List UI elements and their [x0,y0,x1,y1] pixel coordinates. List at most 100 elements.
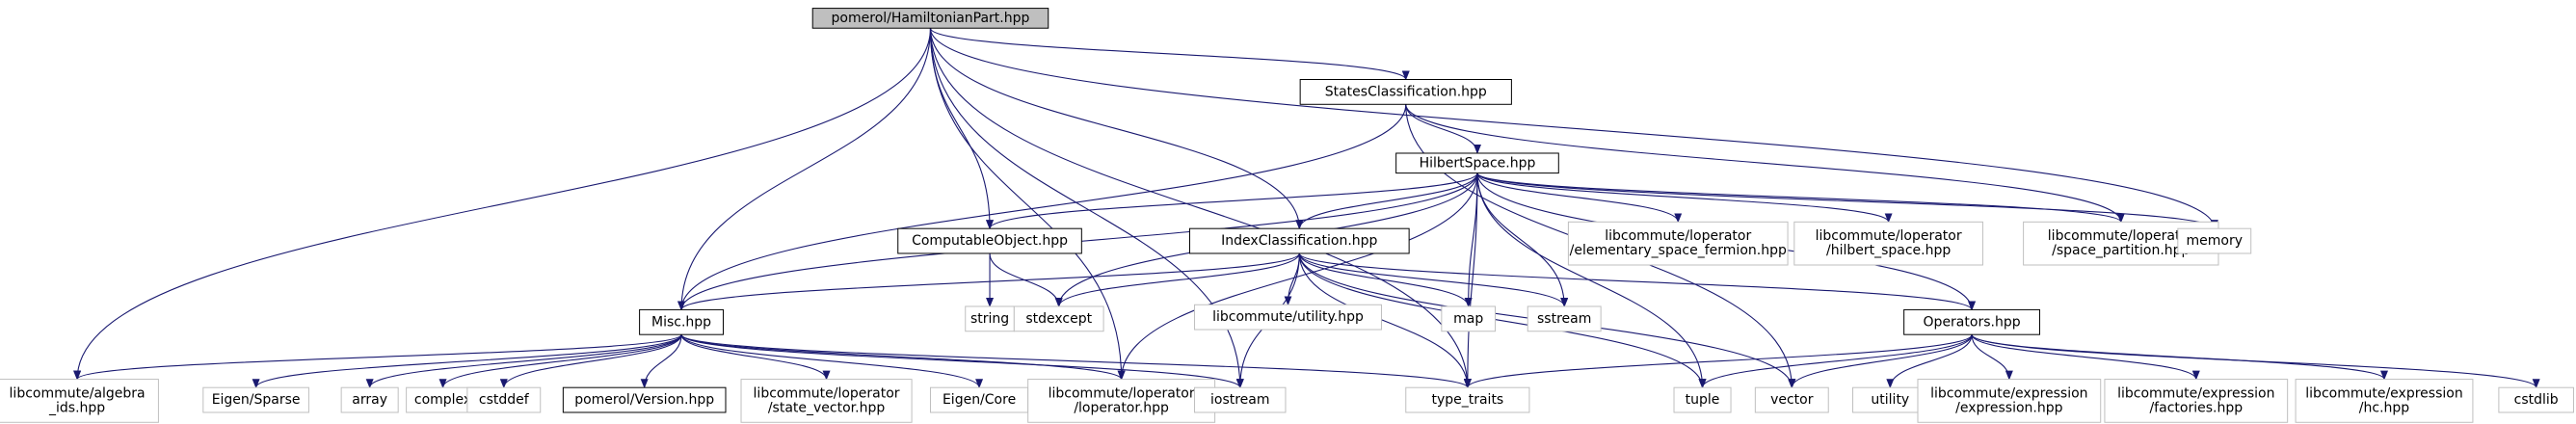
node-label: sstream [1537,311,1591,327]
edge-operators-to-tuple [1698,334,1973,389]
node-loperator[interactable]: libcommute/loperator/loperator.hpp [1027,379,1216,423]
node-label: Eigen/Core [943,392,1016,408]
node-label: Misc.hpp [651,314,711,330]
node-label: utility [1871,392,1909,408]
edge-root-to-type_traits [929,28,1472,389]
node-label: /space_partition.hpp [2052,243,2190,258]
node-box [1194,304,1382,331]
node-label: /hilbert_space.hpp [1826,243,1951,258]
node-misc[interactable]: Misc.hpp [639,308,724,335]
node-box [1754,386,1829,413]
node-utility_hpp[interactable]: libcommute/utility.hpp [1194,304,1382,331]
node-box [1405,386,1530,413]
node-box [340,386,399,413]
edge-root-to-loperator [929,28,1126,381]
node-algebra_ids[interactable]: libcommute/algebra_ids.hpp [0,379,159,423]
node-expr_hc[interactable]: libcommute/expression/hc.hpp [2295,379,2474,423]
node-array[interactable]: array [340,386,399,413]
node-label: cstdlib [2514,392,2559,408]
node-box [1903,308,2040,335]
node-cstdlib[interactable]: cstdlib [2498,386,2574,413]
node-eigen_core[interactable]: Eigen/Core [929,386,1029,413]
node-label: pomerol/Version.hpp [574,392,714,408]
edge-hilbert-to-space_partition [1476,172,2125,224]
edge-misc-to-state_vector [680,334,831,381]
edge-hilbert-to-index [1295,172,1478,230]
node-box [1013,305,1104,332]
edge-hilbert-to-hilbert_space [1476,172,1893,224]
edge-misc-to-eigen_core [680,333,983,389]
node-stdexcept[interactable]: stdexcept [1013,305,1104,332]
node-hilbert_space[interactable]: libcommute/loperator/hilbert_space.hpp [1793,221,1983,266]
node-string[interactable]: string [965,305,1015,332]
edge-index-to-stdexcept [1054,252,1300,307]
node-box [2177,227,2252,254]
node-computable[interactable]: ComputableObject.hpp [897,227,1082,254]
node-expr_factories[interactable]: libcommute/expression/factories.hpp [2104,379,2289,423]
node-index[interactable]: IndexClassification.hpp [1188,227,1410,254]
node-label: iostream [1210,392,1270,408]
node-label: ComputableObject.hpp [912,233,1068,249]
node-label: /factories.hpp [2149,400,2243,415]
node-expr_expression[interactable]: libcommute/expression/expression.hpp [1917,379,2102,423]
node-box [811,8,1049,29]
edge-misc-to-array [365,333,682,389]
node-label: IndexClassification.hpp [1221,233,1377,249]
node-states[interactable]: StatesClassification.hpp [1299,79,1512,105]
edge-states-to-space_partition [1405,104,2125,224]
edge-hilbert-to-elem_space [1476,172,1683,224]
node-cstddef[interactable]: cstddef [466,386,542,413]
node-label: complex [414,392,471,408]
edge-operators-to-expr_factories [1971,333,2200,381]
edge-root-to-algebra_ids [73,28,932,381]
node-elem_space[interactable]: libcommute/loperator/elementary_space_fe… [1567,221,1789,266]
node-label: /expression.hpp [1955,400,2062,415]
node-operators[interactable]: Operators.hpp [1903,308,2040,335]
node-vector[interactable]: vector [1754,386,1829,413]
node-label: _ids.hpp [48,400,105,415]
edge-index-to-operators [1298,252,1976,311]
edge-misc-to-type_traits [680,333,1472,389]
node-version[interactable]: pomerol/Version.hpp [562,386,727,413]
edge-hilbert-to-memory [1476,172,2218,230]
node-label: HilbertSpace.hpp [1420,155,1536,171]
node-box [1567,221,1789,266]
node-eigen_sparse[interactable]: Eigen/Sparse [202,386,309,413]
node-box [1527,305,1602,332]
node-box [202,386,309,413]
node-sstream[interactable]: sstream [1527,305,1602,332]
node-label: libcommute/loperator [1049,385,1195,401]
node-utility[interactable]: utility [1852,386,1928,413]
node-hilbert[interactable]: HilbertSpace.hpp [1395,152,1559,174]
node-root[interactable]: pomerol/HamiltonianPart.hpp [811,8,1049,29]
node-map[interactable]: map [1441,305,1497,332]
edge-operators-to-type_traits [1464,333,1973,389]
edge-index-to-map [1298,252,1473,307]
edge-index-to-sstream [1298,252,1569,307]
edge-operators-to-utility [1886,334,1973,389]
node-iostream[interactable]: iostream [1194,386,1287,413]
node-type_traits[interactable]: type_traits [1405,386,1530,413]
edge-misc-to-complex [438,334,682,389]
edge-operators-to-cstdlib [1971,333,2540,389]
node-label: /loperator.hpp [1074,400,1169,415]
node-label: Operators.hpp [1924,314,2021,330]
node-label: libcommute/loperator [1605,228,1751,244]
node-box [1441,305,1497,332]
node-label: memory [2187,233,2244,249]
node-box [1027,379,1216,423]
node-box [1673,386,1732,413]
node-box [562,386,727,413]
node-memory[interactable]: memory [2177,227,2252,254]
edge-misc-to-eigen_sparse [252,333,682,389]
node-tuple[interactable]: tuple [1673,386,1732,413]
edge-states-to-misc [677,104,1407,311]
node-box [639,308,724,335]
node-state_vector[interactable]: libcommute/loperator/state_vector.hpp [740,379,913,423]
node-box [1299,79,1512,105]
node-label: map [1453,311,1483,327]
edge-root-to-misc [677,28,932,311]
node-box [965,305,1015,332]
nodes-layer: pomerol/HamiltonianPart.hppStatesClassif… [0,8,2574,423]
